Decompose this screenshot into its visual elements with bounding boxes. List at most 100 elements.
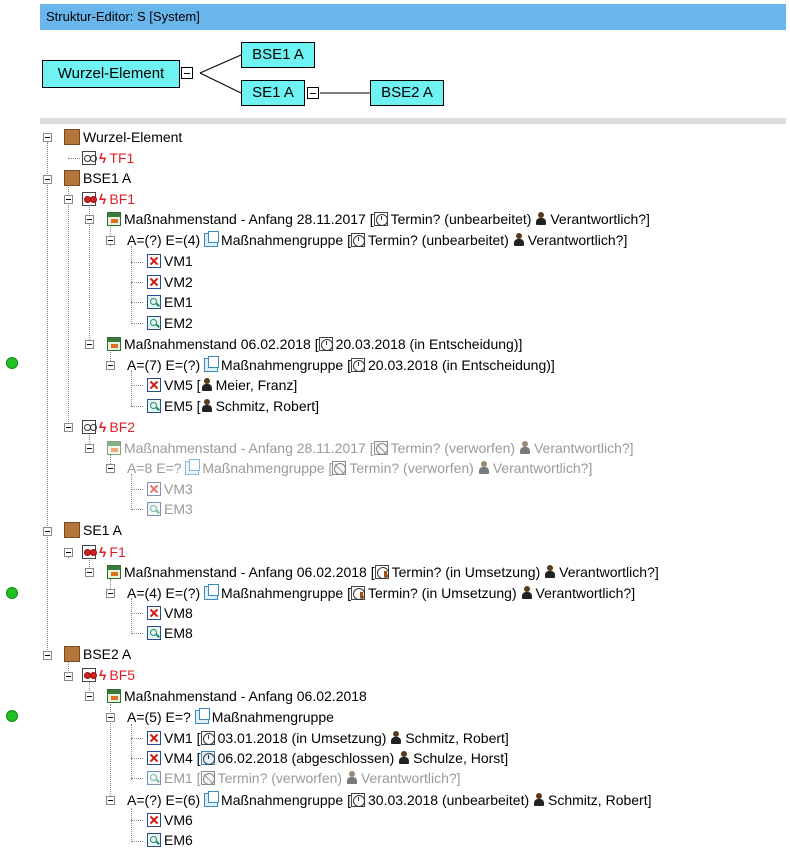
- calendar-icon: [107, 212, 121, 226]
- collapse-toggle[interactable]: [106, 361, 115, 370]
- collapse-toggle[interactable]: [106, 589, 115, 598]
- tree-item-bse2[interactable]: BSE2 A: [64, 644, 131, 664]
- tree-group-label: Maßnahmengruppe [: [202, 460, 333, 476]
- collapse-toggle[interactable]: [64, 195, 73, 204]
- tree-item-vm1[interactable]: VM1 [03.01.2018 (in Umsetzung) Schmitz, …: [147, 728, 509, 748]
- tree-item-massnahmengruppe[interactable]: A=(7) E=(?) Maßnahmengruppe [20.03.2018 …: [127, 355, 555, 375]
- tree-label: BSE1 A: [83, 170, 132, 186]
- collapse-se1-button[interactable]: [307, 87, 319, 99]
- group-icon: [204, 584, 220, 600]
- group-icon: [204, 791, 220, 807]
- tree-label: Maßnahmenstand - Anfang 28.11.2017 [: [124, 211, 374, 227]
- diagram-node-bse2[interactable]: BSE2 A: [370, 80, 444, 106]
- detect-measure-icon: [147, 626, 161, 640]
- collapse-toggle[interactable]: [64, 672, 73, 681]
- tree-item-em1[interactable]: EM1 [Termin? (verworfen) Verantwortlich?…: [147, 768, 461, 788]
- tree-responsible: Verantwortlich?]: [535, 585, 636, 601]
- tree-date: Termin? (verworfen): [349, 460, 474, 476]
- collapse-toggle[interactable]: [85, 568, 94, 577]
- tree-item-em3[interactable]: EM3: [147, 499, 193, 519]
- collapse-toggle[interactable]: [43, 527, 52, 536]
- collapse-toggle[interactable]: [85, 444, 94, 453]
- collapse-toggle[interactable]: [43, 175, 52, 184]
- diagram-connectors: [199, 54, 370, 94]
- tree-item-vm1[interactable]: VM1: [147, 251, 193, 271]
- tree-item-massnahmengruppe[interactable]: A=8 E=? Maßnahmengruppe [Termin? (verwor…: [127, 458, 592, 478]
- splitter[interactable]: [40, 118, 786, 124]
- tree-item-em2[interactable]: EM2: [147, 313, 193, 333]
- collapse-toggle[interactable]: [43, 651, 52, 660]
- tree-label: Maßnahmenstand - Anfang 06.02.2018: [124, 688, 367, 704]
- detect-measure-icon: [147, 771, 161, 785]
- tree-item-em5[interactable]: EM5 [Schmitz, Robert]: [147, 396, 319, 416]
- clock-rejected-icon: [373, 441, 388, 455]
- tree-item-vm3[interactable]: VM3: [147, 479, 193, 499]
- collapse-toggle[interactable]: [85, 692, 94, 701]
- tree-item-massnahmengruppe[interactable]: A=(4) E=(?) Maßnahmengruppe [Termin? (in…: [127, 583, 635, 603]
- calendar-icon: [107, 441, 121, 455]
- collapse-toggle[interactable]: [85, 215, 94, 224]
- tree-item-vm5[interactable]: VM5 [Meier, Franz]: [147, 375, 297, 395]
- tree-item-massnahmengruppe[interactable]: A=(?) E=(4) Maßnahmengruppe [Termin? (un…: [127, 230, 627, 250]
- tree-date: Termin? (verworfen): [390, 440, 516, 456]
- tree-date: Termin? (unbearbeitet): [368, 232, 509, 248]
- diagram-node-label: SE1 A: [252, 84, 294, 101]
- clock-icon: [351, 233, 365, 247]
- collapse-toggle[interactable]: [106, 713, 115, 722]
- tree-item-massnahmenstand[interactable]: Maßnahmenstand - Anfang 28.11.2017 [Term…: [107, 209, 650, 229]
- tree-label: EM3: [164, 501, 193, 517]
- tree-item-em1[interactable]: EM1: [147, 292, 193, 312]
- tree-item-se1[interactable]: SE1 A: [64, 520, 122, 540]
- collapse-toggle[interactable]: [64, 548, 73, 557]
- diagram-node-label: BSE1 A: [252, 46, 304, 63]
- collapse-root-button[interactable]: [181, 67, 193, 79]
- tree-item-vm4[interactable]: VM4 [06.02.2018 (abgeschlossen) Schulze,…: [147, 748, 508, 768]
- tree-item-massnahmenstand[interactable]: Maßnahmenstand 06.02.2018 [20.03.2018 (i…: [107, 334, 522, 354]
- collapse-toggle[interactable]: [85, 340, 94, 349]
- tree-item-massnahmenstand[interactable]: Maßnahmenstand - Anfang 06.02.2018: [107, 686, 367, 706]
- tree-label: SE1 A: [83, 522, 122, 538]
- tree-item-em8[interactable]: EM8: [147, 623, 193, 643]
- clock-rejected-icon: [332, 461, 347, 475]
- collapse-toggle[interactable]: [106, 236, 115, 245]
- diagram-node-se1[interactable]: SE1 A: [241, 80, 305, 106]
- tree-item-vm6[interactable]: VM6: [147, 810, 193, 830]
- tree-label: VM5 [: [164, 377, 201, 393]
- tree-label: VM1 [: [164, 730, 201, 746]
- tree-label: VM2: [164, 274, 193, 290]
- tree-item-massnahmengruppe[interactable]: A=(5) E=? Maßnahmengruppe: [127, 707, 334, 727]
- diagram-node-root[interactable]: Wurzel-Element: [42, 60, 180, 88]
- collapse-toggle[interactable]: [106, 796, 115, 805]
- tree-item-em6[interactable]: EM6: [147, 830, 193, 850]
- element-icon: [64, 129, 80, 145]
- tree-item-massnahmenstand[interactable]: Maßnahmenstand - Anfang 28.11.2017 [Term…: [107, 438, 634, 458]
- tree-label: EM6: [164, 832, 193, 848]
- collapse-toggle[interactable]: [43, 133, 52, 142]
- person-icon: [398, 751, 410, 765]
- tree-group-label: Maßnahmengruppe [: [221, 232, 351, 248]
- tree-item-wurzel[interactable]: Wurzel-Element: [64, 127, 182, 147]
- function-icon: [82, 192, 97, 206]
- tree-item-bse1[interactable]: BSE1 A: [64, 168, 131, 188]
- avoid-measure-icon: [147, 606, 161, 620]
- tree-item-vm8[interactable]: VM8: [147, 603, 193, 623]
- calendar-icon: [107, 337, 121, 351]
- collapse-toggle[interactable]: [106, 464, 115, 473]
- group-icon: [204, 356, 220, 372]
- tree-responsible: Schmitz, Robert]: [548, 792, 652, 808]
- person-icon: [478, 461, 490, 475]
- collapse-toggle[interactable]: [64, 423, 73, 432]
- tree-label: Maßnahmenstand - Anfang 06.02.2018 [: [124, 564, 375, 580]
- diagram-node-label: BSE2 A: [381, 84, 433, 101]
- avoid-measure-icon: [147, 751, 161, 765]
- tree-item-vm2[interactable]: VM2: [147, 272, 193, 292]
- tree-item-massnahmengruppe[interactable]: A=(?) E=(6) Maßnahmengruppe [30.03.2018 …: [127, 790, 652, 810]
- tree-label: EM1: [164, 294, 193, 310]
- diagram-node-bse1[interactable]: BSE1 A: [241, 42, 315, 68]
- tree-item-massnahmenstand[interactable]: Maßnahmenstand - Anfang 06.02.2018 [Term…: [107, 562, 659, 582]
